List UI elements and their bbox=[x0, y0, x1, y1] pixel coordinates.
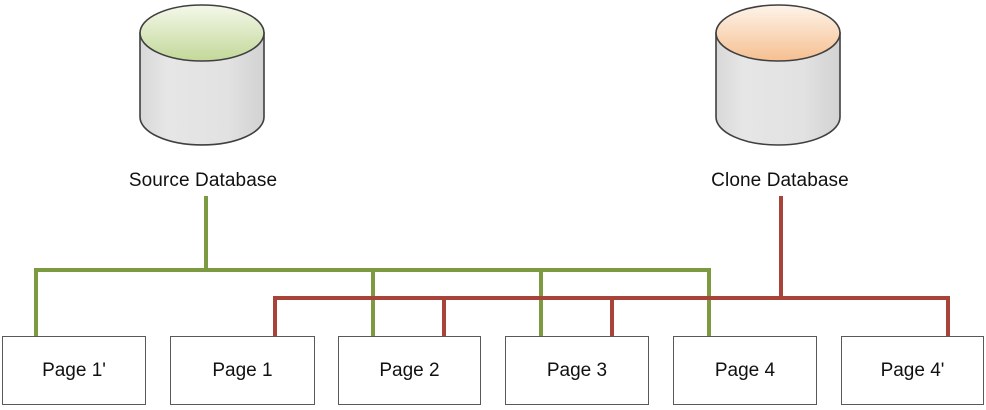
page-box-label: Page 1' bbox=[42, 359, 106, 381]
page-box-label: Page 4' bbox=[880, 359, 945, 381]
page-box-1[interactable]: Page 1 bbox=[170, 336, 315, 405]
source-database-label: Source Database bbox=[128, 170, 278, 191]
clone-database-label: Clone Database bbox=[711, 170, 849, 191]
source-connector-tree bbox=[34, 196, 711, 337]
page-box-label: Page 3 bbox=[546, 359, 608, 381]
page-box-label: Page 2 bbox=[379, 359, 440, 381]
page-box-label: Page 4 bbox=[714, 359, 776, 381]
page-box-4[interactable]: Page 4 bbox=[673, 336, 817, 405]
page-box-1-prime[interactable]: Page 1' bbox=[2, 336, 146, 405]
clone-connector-tree bbox=[273, 196, 950, 337]
page-box-2[interactable]: Page 2 bbox=[338, 336, 481, 405]
page-box-3[interactable]: Page 3 bbox=[505, 336, 649, 405]
clone-database-cylinder bbox=[715, 4, 841, 146]
source-database-cylinder bbox=[139, 4, 265, 146]
page-box-4-prime[interactable]: Page 4' bbox=[841, 336, 984, 405]
page-box-label: Page 1 bbox=[212, 359, 273, 381]
